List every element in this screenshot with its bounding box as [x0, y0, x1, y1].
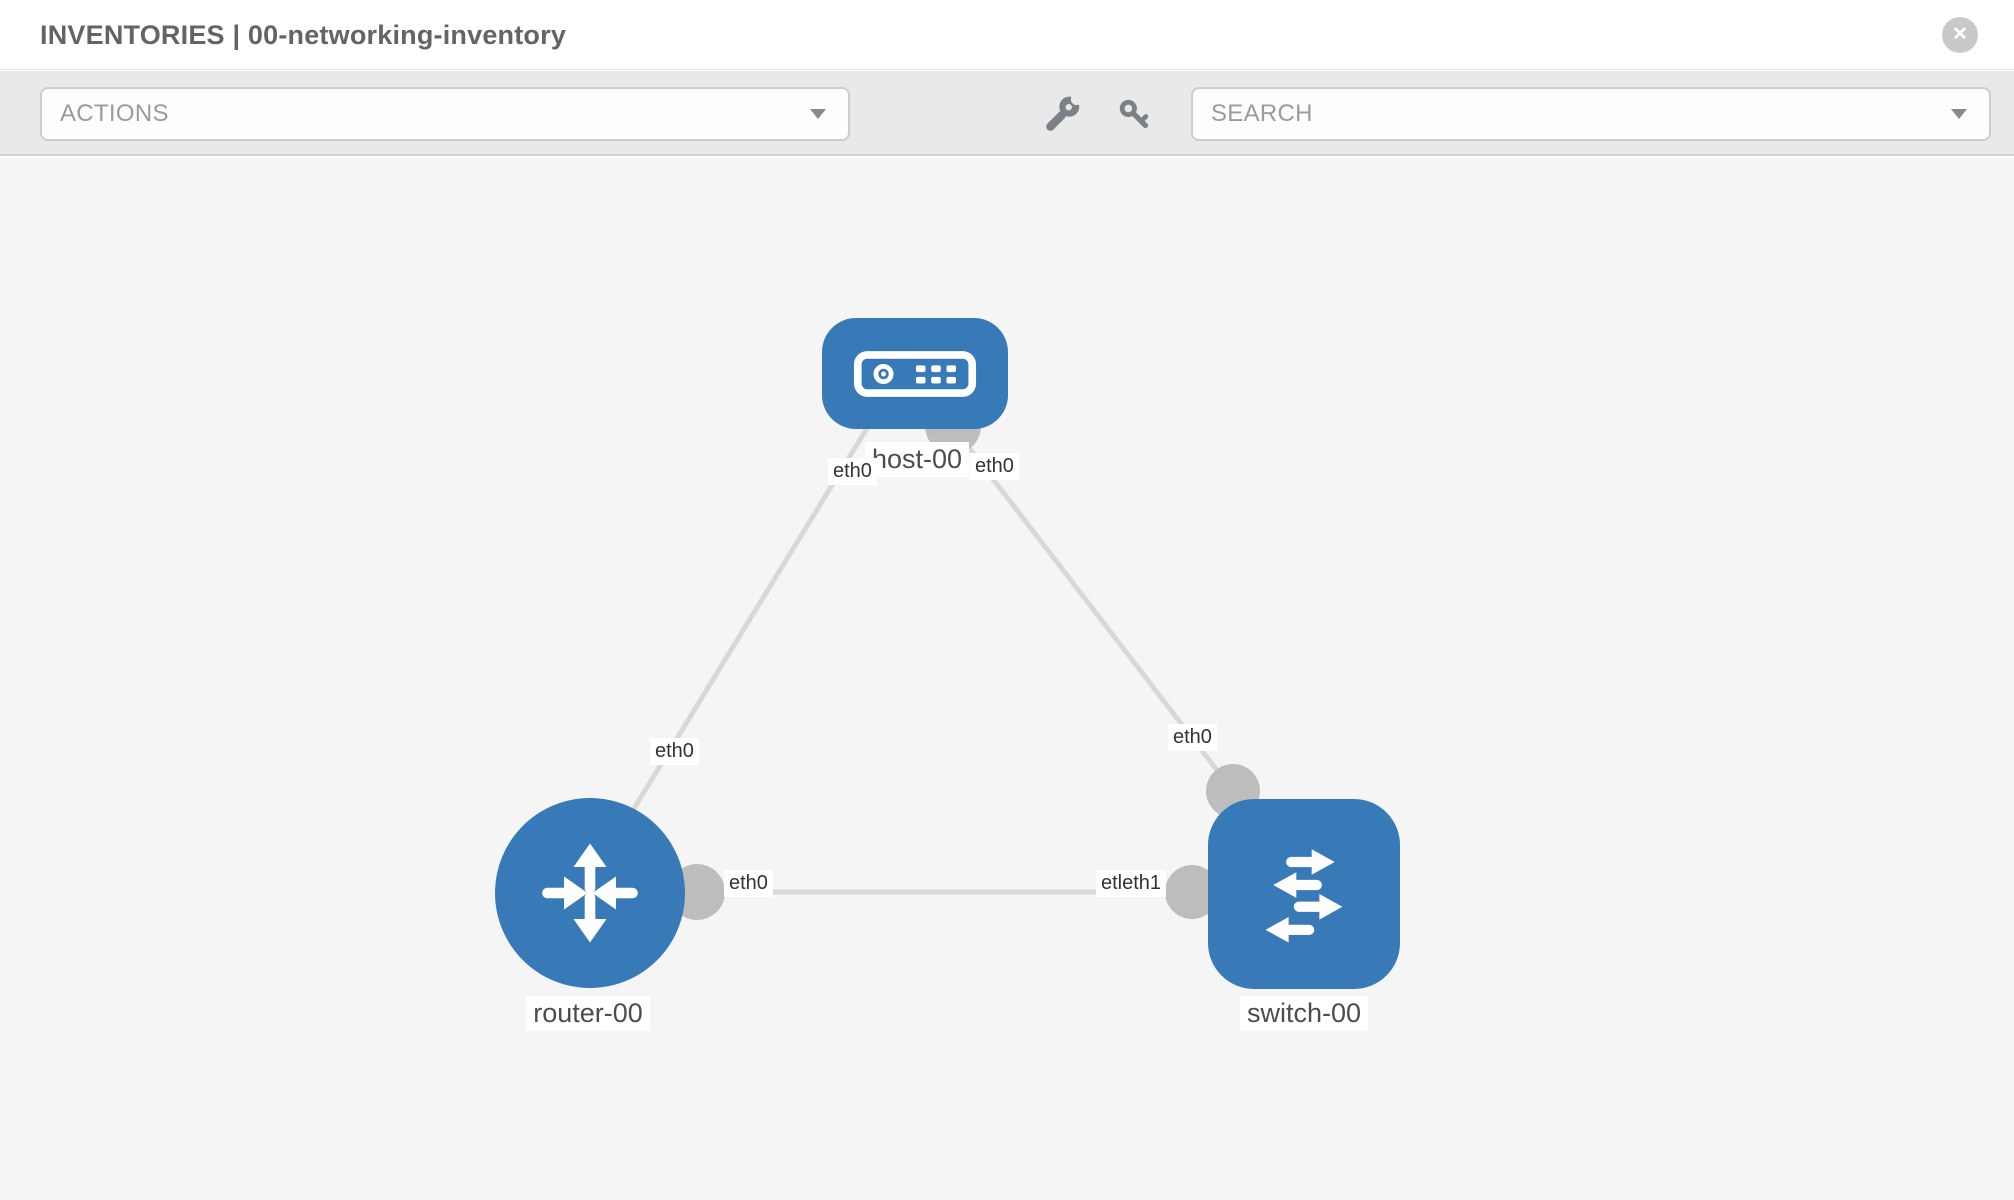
interface-label-router-edge: eth0 [724, 870, 773, 897]
node-label-host: host-00 [864, 442, 970, 477]
interface-label-switch-edge: etleth1 [1096, 870, 1167, 897]
topology-canvas[interactable]: host-00 router-00 switch-00 eth0 eth0 et… [0, 158, 2014, 1200]
node-label-router: router-00 [526, 996, 650, 1031]
topology-edges [619, 418, 1235, 895]
actions-dropdown-label: ACTIONS [60, 100, 169, 127]
interface-label-host-right: eth0 [970, 453, 1019, 480]
chevron-down-icon [810, 109, 826, 119]
search-dropdown[interactable]: SEARCH [1191, 87, 1991, 141]
key-icon[interactable] [1116, 97, 1154, 135]
interface-label-host-switch-edge: eth0 [1168, 724, 1217, 751]
toolbar: ACTIONS SEARCH [0, 71, 2014, 156]
node-label-switch: switch-00 [1239, 996, 1369, 1031]
chevron-down-icon [1951, 109, 1967, 119]
host-icon [853, 350, 977, 397]
node-host-00[interactable] [822, 318, 1008, 429]
node-switch-00[interactable] [1208, 799, 1400, 989]
interface-label-host-left: eth0 [828, 458, 877, 485]
header: INVENTORIES | 00-networking-inventory ✕ [0, 0, 2014, 70]
wrench-icon[interactable] [1042, 93, 1084, 135]
switch-icon [1265, 849, 1343, 943]
node-router-00[interactable] [495, 798, 685, 988]
page-title: INVENTORIES | 00-networking-inventory [40, 20, 567, 50]
interface-label-host-router-edge: eth0 [650, 738, 699, 765]
close-icon[interactable]: ✕ [1942, 17, 1978, 53]
router-icon [542, 843, 638, 943]
actions-dropdown[interactable]: ACTIONS [40, 87, 850, 141]
search-placeholder: SEARCH [1211, 100, 1313, 127]
